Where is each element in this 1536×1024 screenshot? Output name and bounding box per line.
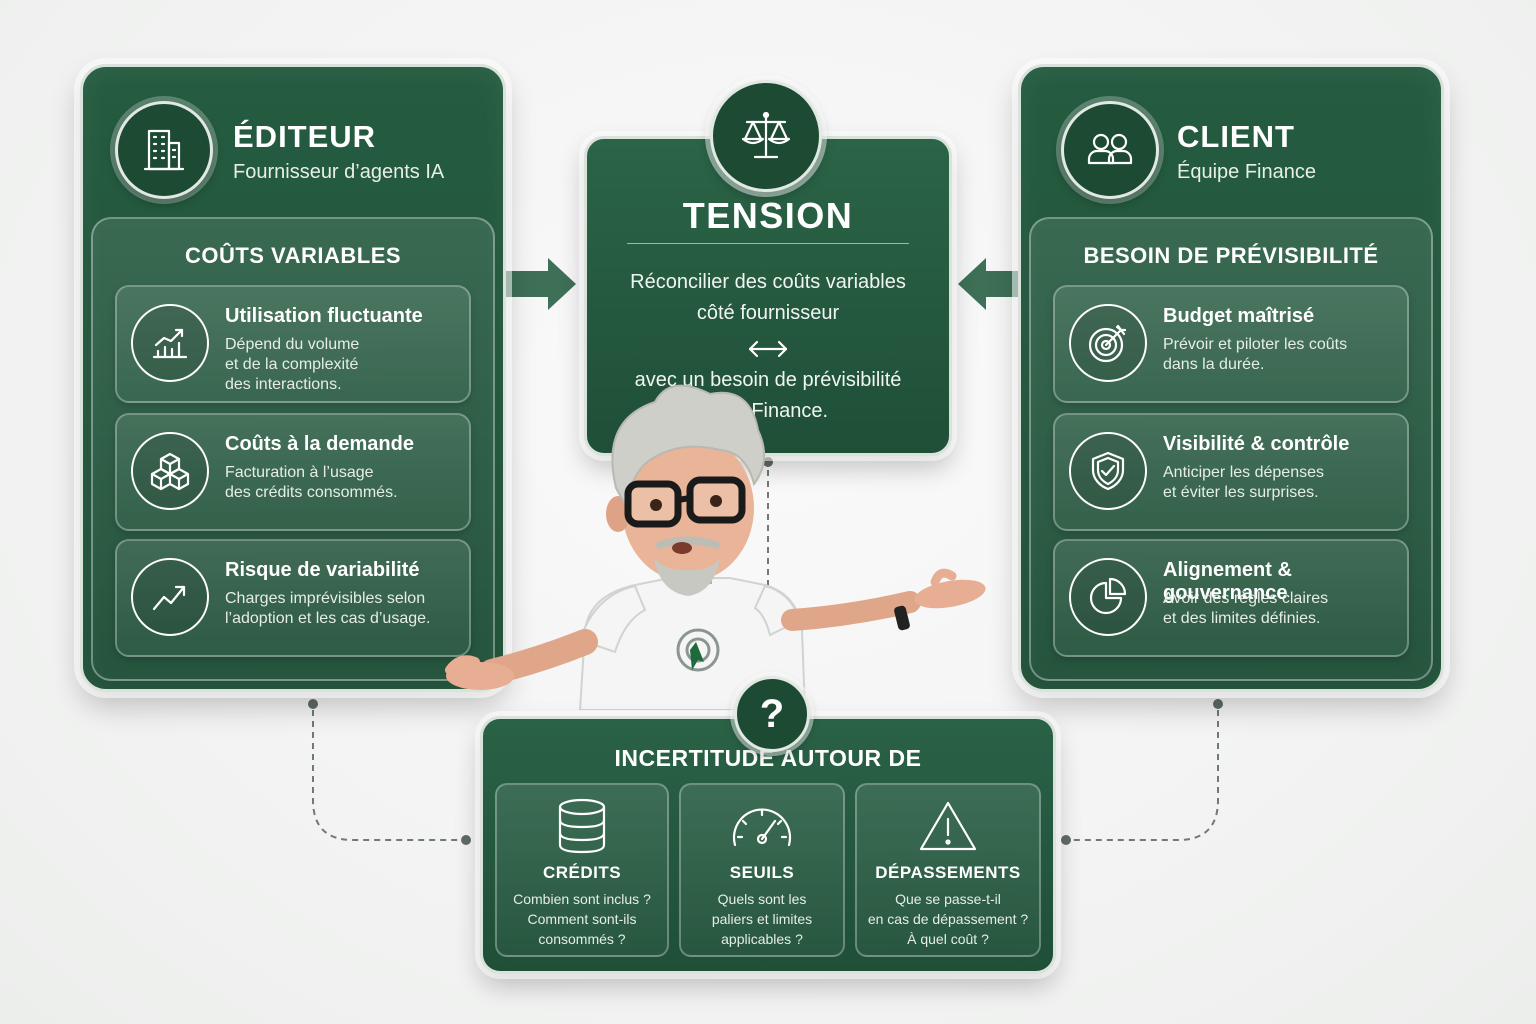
scale-icon (710, 80, 822, 192)
users-icon (1061, 101, 1159, 199)
cubes-icon (131, 432, 209, 510)
arrow-right-icon (500, 258, 576, 310)
editeur-title: ÉDITEUR (233, 119, 377, 154)
ucard-title: DÉPASSEMENTS (875, 863, 1021, 882)
tension-title: TENSION (682, 195, 854, 236)
couts-variables-section: COÛTS VARIABLES Utilisation fluctuante D… (91, 217, 495, 681)
gauge-icon (681, 797, 843, 857)
client-title: CLIENT (1177, 119, 1295, 154)
client-panel: CLIENT Équipe Finance BESOIN DE PRÉVISIB… (1018, 64, 1444, 692)
card-text: Avoir des règles claires et des limites … (1163, 590, 1329, 627)
editeur-header: ÉDITEUR Fournisseur d’agents IA (83, 67, 503, 217)
card-title: Coûts à la demande (225, 433, 414, 455)
card-budget-maitrise: Budget maîtrisé Prévoir et piloter les c… (1053, 285, 1409, 403)
incertitude-panel: INCERTITUDE AUTOUR DE CRÉDITS Combien so… (480, 716, 1056, 974)
ucard-text: Combien sont inclus ? Comment sont-ils c… (513, 891, 651, 947)
dashed-connector-right (1061, 699, 1223, 845)
shield-check-icon (1069, 432, 1147, 510)
card-couts-demande: Coûts à la demande Facturation à l’usage… (115, 413, 471, 531)
dashed-connector-center (763, 457, 773, 600)
client-subtitle: Équipe Finance (1177, 161, 1316, 183)
pie-chart-icon (1069, 558, 1147, 636)
besoin-previsibilite-title: BESOIN DE PRÉVISIBILITÉ (1083, 243, 1379, 268)
question-mark-icon: ? (734, 676, 810, 752)
editeur-panel: ÉDITEUR Fournisseur d’agents IA COÛTS VA… (80, 64, 506, 692)
client-header: CLIENT Équipe Finance (1021, 67, 1441, 217)
card-text: Charges imprévisibles selon l’adoption e… (225, 590, 431, 627)
tension-text-fournisseur: Réconcilier des coûts variables côté fou… (630, 271, 906, 324)
card-visibilite-controle: Visibilité & contrôle Anticiper les dépe… (1053, 413, 1409, 531)
ucard-title: SEUILS (729, 863, 795, 882)
dashed-connector-left (308, 699, 471, 845)
card-text: Anticiper les dépenses et éviter les sur… (1163, 464, 1324, 501)
besoin-previsibilite-section: BESOIN DE PRÉVISIBILITÉ Budget maîtrisé … (1029, 217, 1433, 681)
couts-variables-title: COÛTS VARIABLES (184, 243, 402, 268)
ucard-title: CRÉDITS (542, 863, 622, 882)
card-title: Budget maîtrisé (1163, 305, 1315, 327)
card-seuils: SEUILS Quels sont les paliers et limites… (679, 783, 845, 957)
card-alignement-gouvernance: Alignement & gouvernance Avoir des règle… (1053, 539, 1409, 657)
card-text: Prévoir et piloter les coûts dans la dur… (1163, 336, 1348, 373)
bar-chart-trend-icon (131, 304, 209, 382)
card-title: Visibilité & contrôle (1163, 433, 1350, 455)
arrow-left-icon (958, 258, 1020, 310)
card-utilisation-fluctuante: Utilisation fluctuante Dépend du volume … (115, 285, 471, 403)
card-depassements: DÉPASSEMENTS Que se passe-t-il en cas de… (855, 783, 1041, 957)
card-credits: CRÉDITS Combien sont inclus ? Comment so… (495, 783, 669, 957)
card-risque-variabilite: Risque de variabilité Charges imprévisib… (115, 539, 471, 657)
card-title: Risque de variabilité (225, 559, 420, 581)
target-icon (1069, 304, 1147, 382)
card-title: Utilisation fluctuante (225, 305, 423, 327)
card-text: Facturation à l’usage des crédits consom… (225, 464, 398, 501)
editeur-subtitle: Fournisseur d’agents IA (233, 161, 445, 183)
ucard-text: Que se passe-t-il en cas de dépassement … (867, 891, 1029, 947)
ucard-text: Quels sont les paliers et limites applic… (711, 891, 813, 947)
card-title: Alignement & gouvernance (1163, 559, 1292, 604)
card-text: Dépend du volume et de la complexité des… (225, 336, 360, 393)
building-icon (115, 101, 213, 199)
double-arrow-icon (587, 337, 949, 361)
tension-divider (627, 243, 909, 244)
database-icon (497, 797, 667, 857)
mascot-character (445, 384, 986, 710)
trend-line-icon (131, 558, 209, 636)
warning-icon (857, 797, 1039, 857)
